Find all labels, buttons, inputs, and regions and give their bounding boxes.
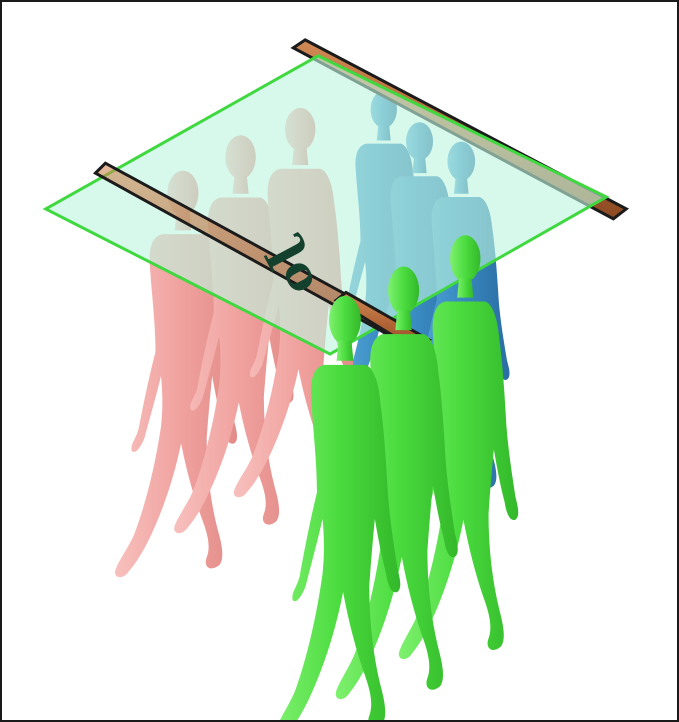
scene-illustration: Jo [2,2,677,720]
figure-frame: Jo [0,0,679,722]
